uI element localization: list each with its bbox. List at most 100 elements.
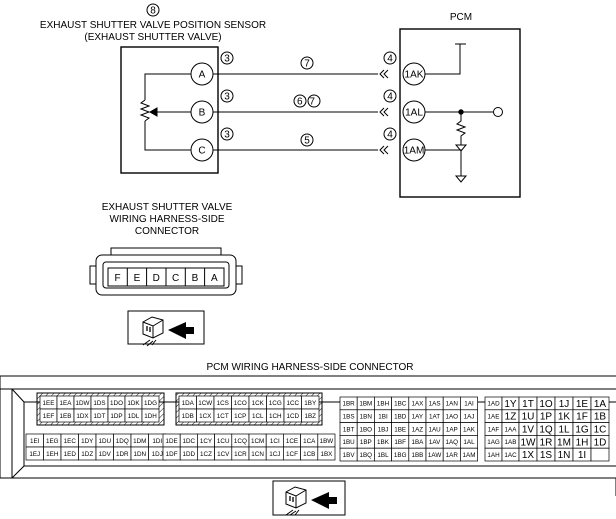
- pin-cell-1cz: 1CZ: [197, 446, 215, 461]
- pin-label: 1BW: [320, 438, 334, 445]
- pin-cell-1cc: 1CC: [283, 395, 302, 410]
- sensor-pin-c: C: [198, 146, 205, 157]
- pin-label: 1AP: [446, 426, 458, 433]
- pin-label: 1DD: [182, 451, 195, 458]
- pin-label: 1AK: [463, 426, 476, 433]
- pin-cell-1bj: 1BJ: [374, 422, 392, 436]
- pin-cell-1dw: 1DW: [73, 395, 92, 410]
- pin-label: 1EJ: [29, 451, 40, 458]
- pin-cell-1j: 1J: [554, 396, 574, 411]
- pin-cell-1ab: 1AB: [501, 435, 520, 449]
- pin-label: 1BL: [377, 452, 389, 459]
- pin-label: 1BP: [360, 439, 372, 446]
- pin-cell-1ch: 1CH: [266, 408, 285, 423]
- pin-cell-1bq: 1BQ: [356, 447, 375, 462]
- wire-b-left-ref: 3: [224, 92, 230, 103]
- pin-cell-1bc: 1BC: [391, 396, 410, 411]
- pin-label: 1E: [576, 399, 589, 410]
- pin-cell-1cn: 1CN: [248, 446, 267, 461]
- pin-cell-1ed: 1ED: [60, 446, 79, 461]
- pin-cell-1aw: 1AW: [425, 447, 444, 462]
- pin-cell-1bi: 1BI: [374, 409, 392, 423]
- pin-cell-1ak: 1AK: [460, 422, 478, 436]
- pin-cell-1cw: 1CW: [196, 395, 215, 410]
- pin-cell-1t: 1T: [518, 396, 538, 411]
- wire-a-connector-chevron: [379, 69, 389, 79]
- pin-label: 1DG: [144, 400, 157, 407]
- pin-cell-1bu: 1BU: [339, 435, 358, 449]
- pin-label: 1AO: [445, 414, 458, 421]
- pin-cell-1cj: 1CJ: [265, 446, 284, 461]
- sensor-pin-b: B: [199, 108, 206, 119]
- pin-cell-1e: 1E: [572, 396, 592, 411]
- pin-label: 1A: [594, 399, 607, 410]
- pin-label: 1G: [575, 425, 589, 436]
- pin-label: 1EC: [64, 438, 77, 445]
- pin-cell-1ca: 1CA: [300, 433, 319, 448]
- pcm-pin-1ak: 1AK: [405, 70, 424, 81]
- view-direction-icon: [127, 310, 205, 347]
- pin-cell-1af: 1AF: [484, 422, 503, 436]
- pin-label: 1DW: [76, 400, 90, 407]
- pin-cell-1de: 1DE: [162, 433, 181, 448]
- pin-label: 1AJ: [464, 414, 475, 421]
- pin-cell-1do: 1DO: [107, 395, 126, 410]
- pin-cell-1ad: 1AD: [484, 396, 503, 411]
- wire-a-mid-ref: 7: [304, 59, 310, 70]
- pin-label: 1BT: [343, 426, 355, 433]
- pin-cell-1ag: 1AG: [484, 435, 503, 449]
- pin-label: 1AQ: [445, 439, 458, 446]
- pin-cell-1ay: 1AY: [408, 409, 427, 423]
- pin-cell-1c: 1C: [590, 422, 610, 436]
- wire-a-right-ref: 4: [387, 54, 393, 65]
- pin-cell-1ec: 1EC: [60, 433, 79, 448]
- pin-label: 1BV: [343, 452, 356, 459]
- pin-cell-1y: 1Y: [501, 396, 520, 411]
- pin-label: 1V: [522, 425, 535, 436]
- pin-cell-1bh: 1BH: [374, 396, 392, 411]
- valve-connector-section: EXHAUST SHUTTER VALVE WIRING HARNESS-SID…: [89, 202, 243, 347]
- pin-label: 1Z: [505, 412, 517, 423]
- pin-cell-1bz: 1BZ: [301, 408, 320, 423]
- pin-cell-1aq: 1AQ: [442, 435, 461, 449]
- pin-cell-1bk: 1BK: [374, 435, 392, 449]
- pin-label: 1CS: [217, 400, 229, 407]
- pin-label: 1BY: [304, 400, 317, 407]
- wire-a-mid-ref-circle: [300, 56, 314, 70]
- pin-cell-1dj: 1DJ: [148, 446, 167, 461]
- pin-label: 1DA: [182, 400, 195, 407]
- pin-label: 1L: [558, 425, 570, 436]
- pin-label: 1BN: [360, 414, 373, 421]
- pin-cell-1bs: 1BS: [339, 409, 358, 423]
- pin-cell-1ba: 1BA: [408, 435, 427, 449]
- pin-cell-1ah: 1AH: [484, 447, 503, 462]
- pin-cell-1dx: 1DX: [73, 408, 92, 423]
- pin-label: 1BH: [377, 401, 390, 408]
- pin-cell-1ar: 1AR: [442, 447, 461, 462]
- valve-connector-pin-c: C: [172, 273, 179, 284]
- pin-label: 1CF: [286, 451, 298, 458]
- pin-label: 1EE: [43, 400, 55, 407]
- pin-label: 1CV: [217, 451, 230, 458]
- pin-label: 1BQ: [359, 452, 372, 459]
- pin-label: 1CD: [286, 413, 299, 420]
- pin-label: 1CY: [200, 438, 213, 445]
- wire-c-right-ref-circle: [383, 127, 397, 141]
- pin-cell-1bl: 1BL: [374, 447, 392, 462]
- pin-label: 1CC: [286, 400, 299, 407]
- pin-cell-1ej: 1EJ: [25, 446, 44, 461]
- pin-label: 1J: [559, 399, 570, 410]
- pin-label: 1DL: [128, 413, 140, 420]
- pin-label: 1BB: [411, 452, 423, 459]
- pin-cell-1ax: 1AX: [408, 396, 427, 411]
- sensor-box: [120, 46, 219, 174]
- pin-label: 1DP: [110, 413, 122, 420]
- pin-label: 1CG: [269, 400, 282, 407]
- pin-label: 1DK: [127, 400, 140, 407]
- pin-label: 1ED: [64, 451, 77, 458]
- pin-label: 1DT: [94, 413, 106, 420]
- pin-label: 1CI: [270, 438, 280, 445]
- pin-cell-1dc: 1DC: [179, 433, 198, 448]
